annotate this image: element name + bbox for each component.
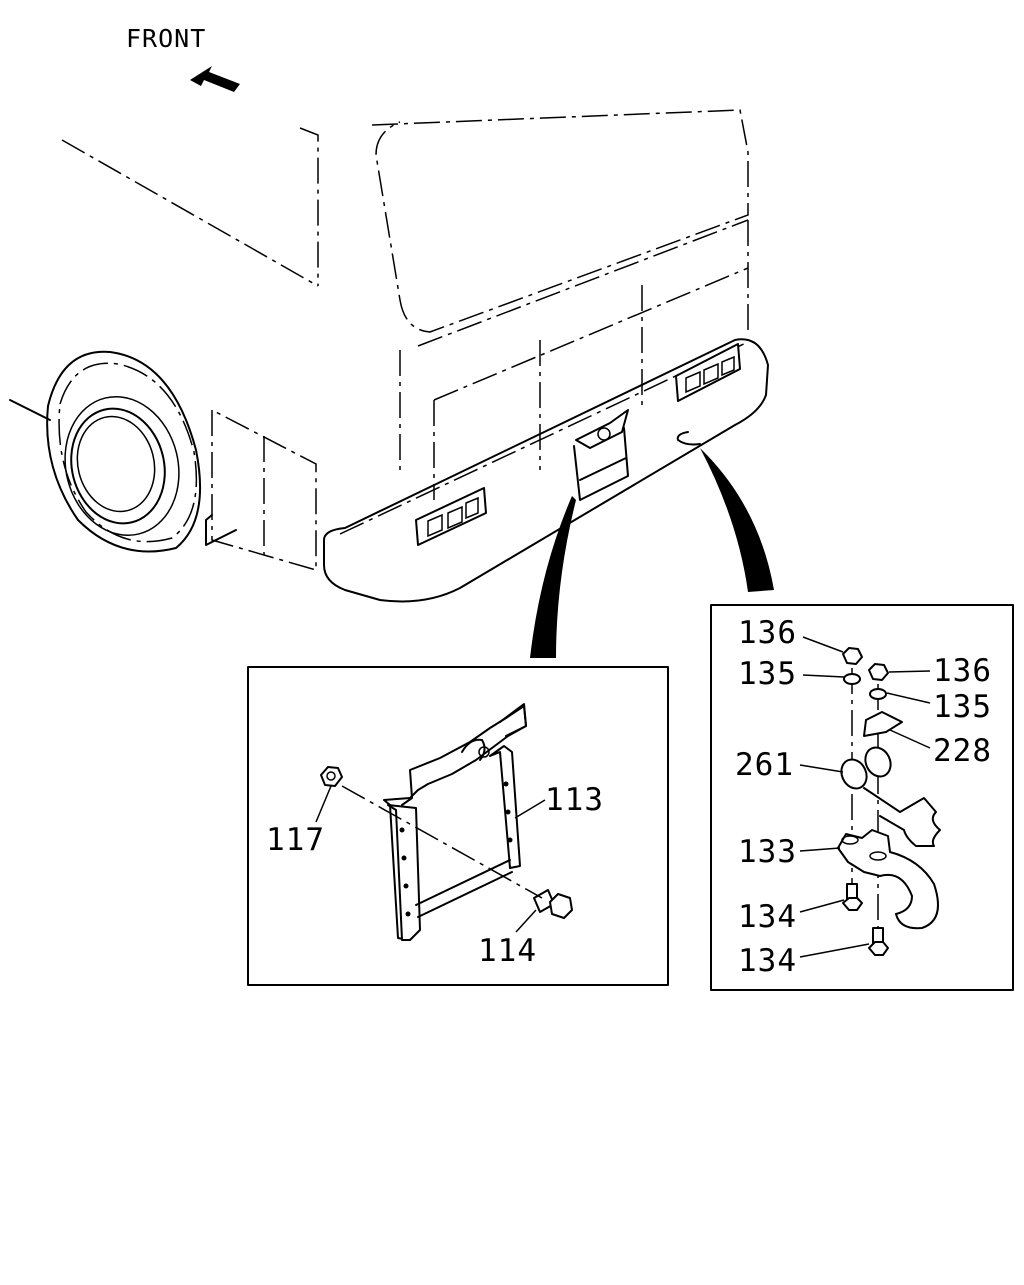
washer-135-right-icon — [869, 688, 887, 700]
callout-134-upper: 134 — [738, 899, 797, 935]
bolt-134-lower-icon — [868, 927, 889, 956]
nut-136-right-icon — [868, 663, 889, 681]
callout-114: 114 — [478, 933, 537, 969]
left-rear-lamp — [415, 487, 487, 546]
nut-136-left-icon — [842, 647, 863, 665]
rear-step-bracket — [383, 703, 527, 941]
callout-113: 113 — [545, 782, 604, 818]
bolt-134-upper-icon — [842, 883, 863, 911]
leader-wedge-step — [530, 496, 576, 658]
bolt-114-icon — [533, 889, 573, 919]
right-rear-lamp — [675, 343, 741, 402]
callout-133: 133 — [738, 834, 797, 870]
tow-hook-on-truck — [676, 431, 701, 446]
callout-136-left: 136 — [738, 615, 797, 651]
callout-228: 228 — [933, 733, 992, 769]
nut-117-icon — [320, 766, 343, 787]
rear-step-on-truck — [573, 409, 629, 501]
front-arrow-icon — [190, 66, 240, 92]
washer-135-left-icon — [843, 673, 861, 685]
bush-261-icon — [840, 758, 868, 790]
truck-rear-view — [61, 109, 769, 603]
detail-right-tow-hook: 136 135 136 135 228 261 133 134 134 — [710, 604, 1014, 991]
front-label: FRONT — [126, 24, 206, 53]
front-direction-indicator: FRONT — [126, 24, 240, 92]
callout-135-left: 135 — [738, 656, 797, 692]
callout-135-right: 135 — [933, 689, 992, 725]
callout-261: 261 — [735, 747, 794, 783]
plate-228-icon — [863, 711, 903, 737]
callout-117: 117 — [266, 822, 325, 858]
tow-hook-133-icon — [837, 829, 939, 930]
leader-wedge-hook — [700, 448, 774, 592]
rear-wheel — [9, 350, 202, 553]
callout-134-lower: 134 — [738, 943, 797, 979]
callout-136-right: 136 — [933, 653, 992, 689]
detail-left-rear-step: 113 117 114 — [247, 666, 669, 986]
